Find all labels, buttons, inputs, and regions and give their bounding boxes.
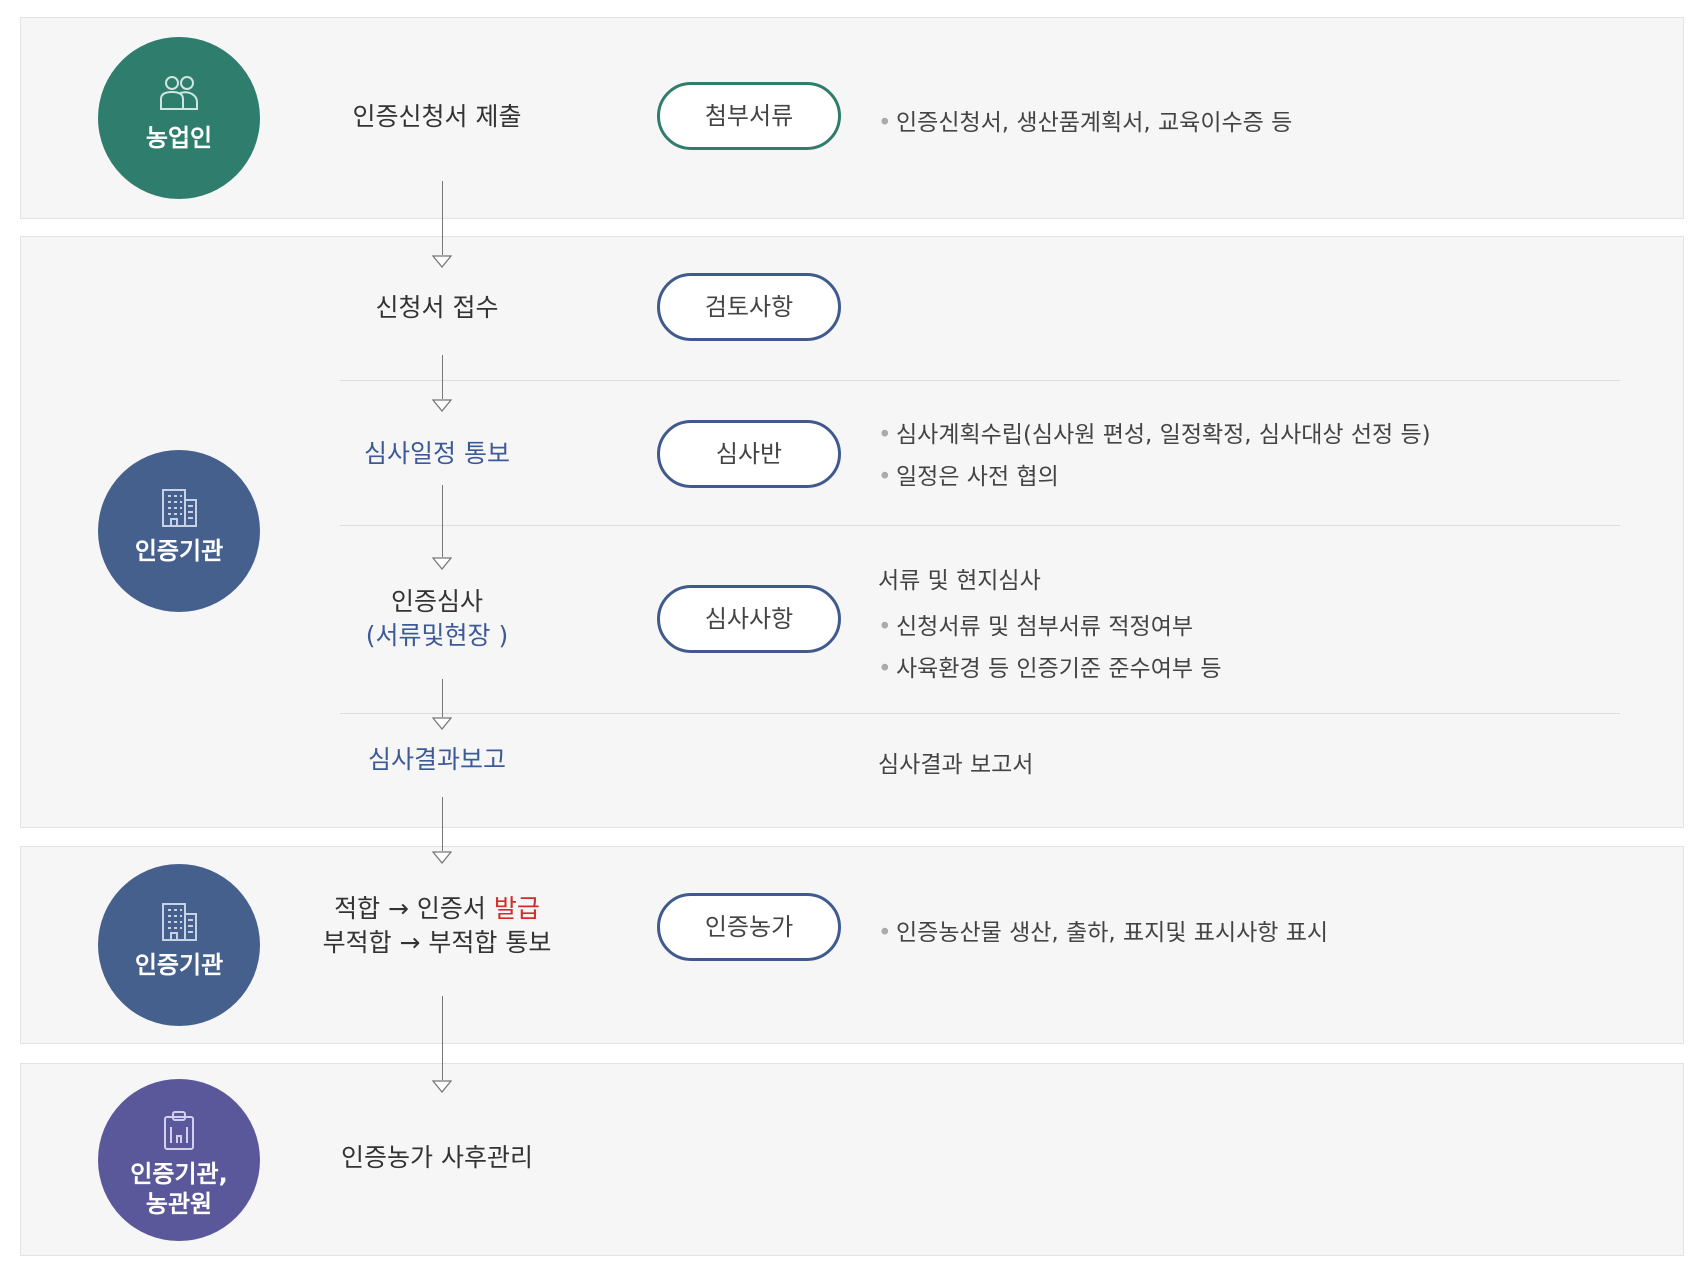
flow-line [442,797,443,851]
people-icon [156,71,202,117]
desc-audit-items: 서류 및 현지심사 •신청서류 및 첨부서류 적정여부 •사육환경 등 인증기준… [878,560,1221,690]
step-decision: 적합 → 인증서 발급 부적합 → 부적합 통보 [312,892,562,960]
desc-text: 인증신청서, 생산품계획서, 교육이수증 등 [896,110,1293,136]
arrow-down-icon [432,557,452,571]
desc-line: •사육환경 등 인증기준 준수여부 등 [878,648,1221,690]
bullet-icon: • [878,110,892,136]
pill-audit-team: 심사반 [657,420,841,488]
actor-label: 인증기관 [134,537,224,565]
desc-line: •심사계획수립(심사원 편성, 일정확정, 심사대상 선정 등) [878,414,1431,456]
desc-attachments: •인증신청서, 생산품계획서, 교육이수증 등 [878,103,1292,137]
step-receive: 신청서 접수 [375,293,499,322]
bullet-icon: • [878,614,892,640]
section-aftercare [20,1063,1684,1256]
divider [340,380,1620,381]
divider [340,525,1620,526]
step-submit: 인증신청서 제출 [352,102,522,131]
step-audit-main: 인증심사 [390,587,483,616]
step-aftercare: 인증농가 사후관리 [341,1143,533,1172]
arrow-down-icon [432,1080,452,1094]
step-schedule: 심사일정 통보 [364,439,510,468]
desc-line: •신청서류 및 첨부서류 적정여부 [878,606,1221,648]
pill-audit-items: 심사사항 [657,585,841,653]
desc-line: •일정은 사전 협의 [878,456,1431,498]
bullet-icon: • [878,656,892,682]
flow-line [442,181,443,255]
desc-line: •인증신청서, 생산품계획서, 교육이수증 등 [878,103,1292,137]
step-audit-sub: (서류및현장 ) [365,620,509,650]
section-issue [20,846,1684,1044]
flow-line [442,485,443,557]
section-agency [20,236,1684,828]
desc-line: •인증농산물 생산, 출하, 표지및 표시사항 표시 [878,913,1328,947]
arrow-down-icon [432,851,452,865]
actor-label: 인증기관, 농관원 [130,1160,228,1218]
decision-pass: 적합 → 인증서 [334,894,494,923]
actor-aftercare: 인증기관, 농관원 [98,1079,260,1241]
building-icon [156,484,202,530]
actor-agency: 인증기관 [98,450,260,612]
section-farmer [20,17,1684,219]
bullet-icon: • [878,464,892,490]
flow-line [442,996,443,1080]
arrow-down-icon [432,255,452,269]
flow-line [442,355,443,399]
desc-certified-farm: •인증농산물 생산, 출하, 표지및 표시사항 표시 [878,913,1328,947]
actor-label: 농업인 [145,124,213,152]
desc-text: 일정은 사전 협의 [896,464,1059,490]
flow-line [442,679,443,717]
clipboard-icon [156,1107,202,1153]
pill-review: 검토사항 [657,273,841,341]
desc-audit-team: •심사계획수립(심사원 편성, 일정확정, 심사대상 선정 등) •일정은 사전… [878,414,1431,498]
desc-report: 심사결과 보고서 [878,752,1034,778]
building-icon [156,898,202,944]
decision-fail: 부적합 → 부적합 통보 [322,927,552,957]
actor-farmer: 농업인 [98,37,260,199]
step-audit: 인증심사 (서류및현장 ) [322,585,552,653]
pill-certified-farm: 인증농가 [657,893,841,961]
decision-issue-highlight: 발급 [493,894,540,923]
arrow-down-icon [432,717,452,731]
actor-issue: 인증기관 [98,864,260,1026]
desc-text: 인증농산물 생산, 출하, 표지및 표시사항 표시 [896,920,1329,946]
step-report: 심사결과보고 [367,745,506,774]
desc-text: 심사계획수립(심사원 편성, 일정확정, 심사대상 선정 등) [896,422,1431,448]
desc-head: 서류 및 현지심사 [878,568,1041,594]
divider [340,713,1620,714]
desc-text: 사육환경 등 인증기준 준수여부 등 [896,656,1222,682]
actor-label: 인증기관 [134,951,224,979]
bullet-icon: • [878,920,892,946]
pill-attachments: 첨부서류 [657,82,841,150]
arrow-down-icon [432,399,452,413]
desc-text: 신청서류 및 첨부서류 적정여부 [896,614,1194,640]
bullet-icon: • [878,422,892,448]
